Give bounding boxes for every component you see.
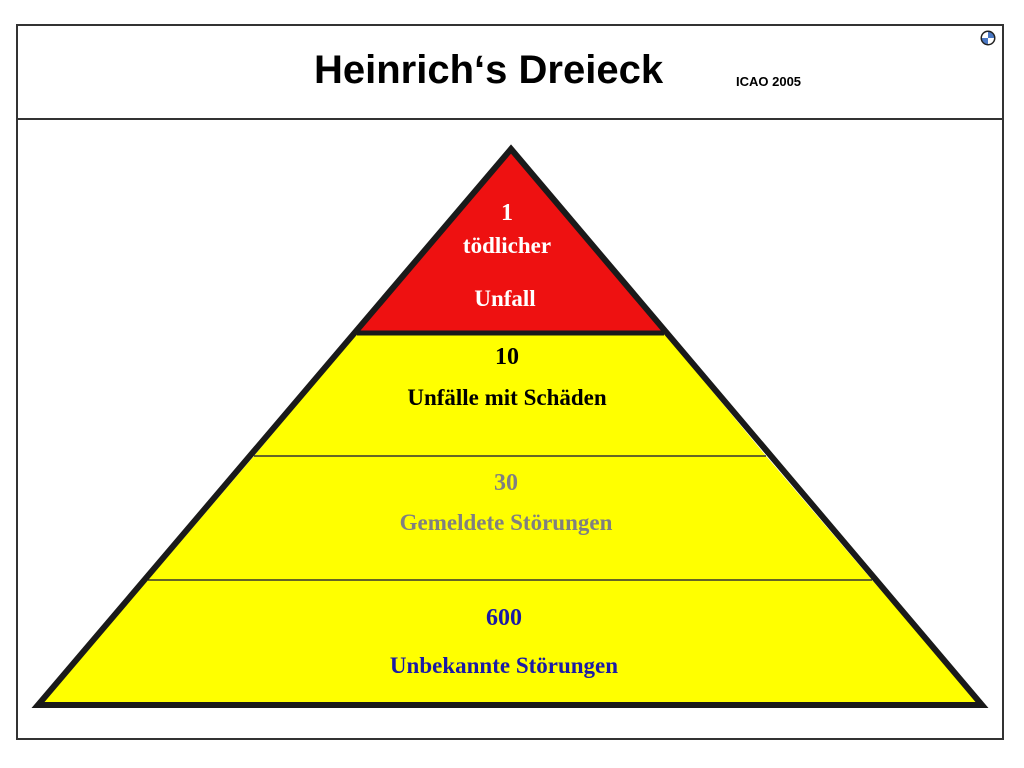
level-fatal-line1: tödlicher xyxy=(463,233,551,258)
pyramid-level-damage xyxy=(254,333,766,456)
bmw-roundel-icon xyxy=(980,30,996,46)
pyramid-level-fatal xyxy=(357,149,664,333)
source-note: ICAO 2005 xyxy=(736,74,802,89)
level-reported-count: 30 xyxy=(494,470,518,496)
level-reported-label: Gemeldete Störungen xyxy=(400,510,613,535)
level-fatal-line2: Unfall xyxy=(474,286,535,311)
level-fatal-count: 1 xyxy=(501,200,513,226)
title-bar: Heinrich‘s Dreieck ICAO 2005 xyxy=(18,26,1002,120)
pyramid-level-unknown xyxy=(38,580,982,705)
level-unknown-count: 600 xyxy=(486,605,522,631)
pyramid-outline xyxy=(31,144,989,708)
slide-title: Heinrich‘s Dreieck xyxy=(314,48,664,92)
pyramid-level-reported xyxy=(148,456,872,580)
level-unknown-label: Unbekannte Störungen xyxy=(390,653,618,678)
level-damage-label: Unfälle mit Schäden xyxy=(407,385,607,410)
level-damage-count: 10 xyxy=(495,344,519,370)
